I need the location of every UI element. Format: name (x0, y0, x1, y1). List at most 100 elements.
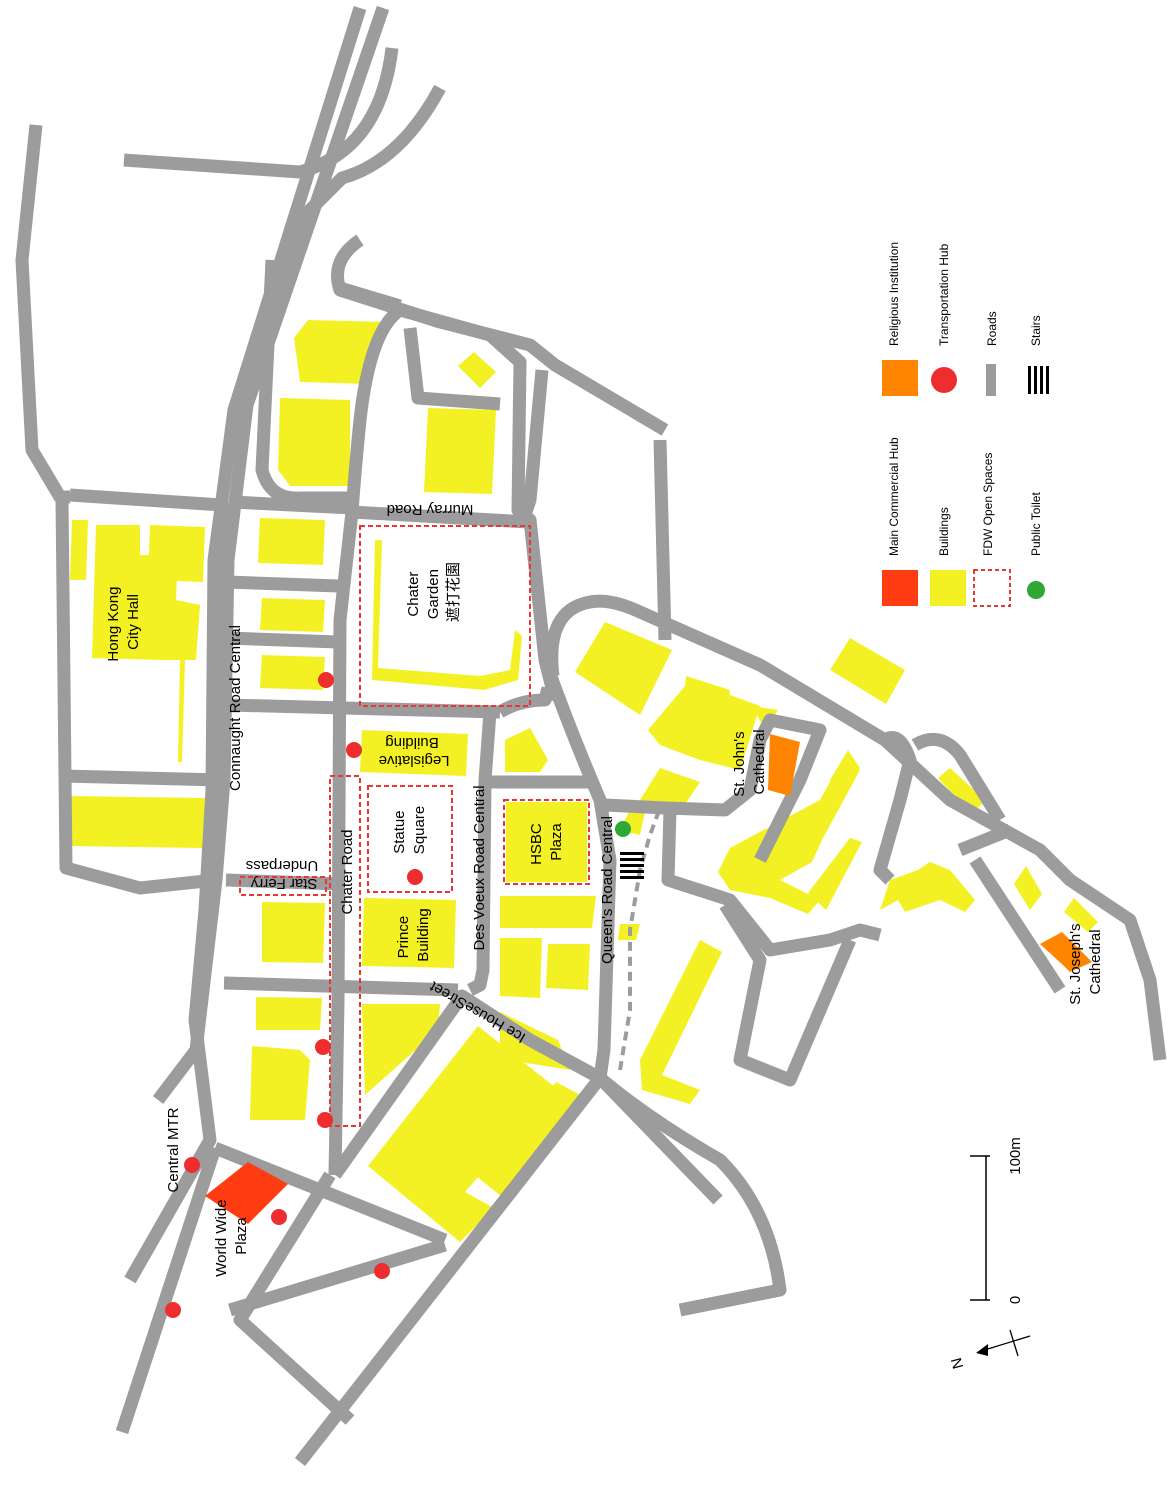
transport-dot-icon[interactable] (184, 1157, 200, 1173)
labels-layer: Hong Kong City Hall Connaught Road Centr… (105, 501, 1104, 1277)
building (262, 902, 325, 963)
road (115, 1145, 222, 1435)
building-swatch (930, 570, 966, 606)
open-space-chater-road (329, 775, 361, 1127)
open-space-chater-garden (359, 525, 531, 707)
transport-dot-icon[interactable] (271, 1209, 287, 1225)
transport-dot-icon[interactable] (165, 1302, 181, 1318)
road (55, 488, 229, 895)
building (808, 838, 862, 910)
scale-end-label: 100m (1007, 1137, 1024, 1175)
road-bar-icon (986, 364, 996, 396)
toilet-dot-icon (1027, 581, 1045, 599)
road (231, 495, 353, 515)
open-space-hsbc-plaza (503, 799, 590, 885)
building (258, 518, 325, 565)
building (362, 1004, 440, 1095)
road (228, 1238, 447, 1317)
st-johns-cathedral-building (768, 734, 800, 796)
building (718, 760, 860, 914)
building (1064, 898, 1098, 932)
label-st-josephs: St. Joseph's Cathedral (1067, 919, 1104, 1004)
legend-label-religious: Religious Institution (887, 242, 901, 346)
road (595, 1073, 787, 1317)
toilet-dot-icon[interactable] (615, 821, 631, 837)
road (403, 327, 501, 411)
building (575, 622, 672, 715)
building (372, 540, 522, 690)
road (880, 735, 1167, 1061)
road (233, 1171, 355, 1425)
open-space-star-ferry (239, 876, 327, 896)
north-arrow-icon: N (948, 1329, 1031, 1371)
road (661, 809, 882, 957)
label-central-mtr: Central MTR (165, 1107, 182, 1192)
transport-dot-icon[interactable] (407, 869, 423, 885)
building (458, 352, 496, 388)
building (424, 408, 496, 494)
building (368, 1026, 556, 1242)
label-world-wide-plaza: World Wide Plaza (213, 1195, 250, 1276)
road (911, 732, 1006, 824)
road (227, 698, 501, 719)
road (653, 439, 672, 641)
road (227, 631, 339, 649)
road (227, 575, 339, 593)
building (680, 676, 730, 760)
ice-house-street-line (329, 989, 604, 1179)
commercial-swatch (882, 570, 918, 606)
transport-dot-icon[interactable] (374, 1263, 390, 1279)
building (546, 944, 590, 990)
building (250, 1046, 310, 1120)
road (545, 594, 889, 746)
roads-layer (15, 5, 1167, 1467)
road (255, 259, 355, 505)
des-voeux-road-line (467, 711, 497, 996)
road (268, 84, 446, 313)
road (331, 234, 669, 436)
legend: Main Commercial Hub Religious Institutio… (882, 242, 1049, 607)
road (15, 124, 70, 504)
legend-label-roads: Roads (985, 311, 999, 346)
transport-dot-icon[interactable] (315, 1039, 331, 1055)
road (124, 6, 367, 1284)
building (938, 768, 985, 815)
building (360, 730, 468, 776)
label-legislative-building: Legislative Building (374, 734, 449, 769)
road (212, 1141, 448, 1247)
stairs-icon (1028, 366, 1049, 394)
road (719, 901, 856, 1087)
scale-start-label: 0 (1007, 1296, 1024, 1304)
label-hsbc-plaza: HSBC Plaza (528, 819, 565, 865)
label-chater-road: Chater Road (339, 829, 356, 914)
road (604, 713, 827, 863)
road (351, 505, 529, 529)
building (880, 862, 975, 912)
legend-label-buildings: Buildings (937, 507, 951, 556)
label-city-hall: Hong Kong City Hall (105, 582, 142, 661)
st-josephs-cathedral-building (1040, 932, 1092, 972)
label-connaught-road: Connaught Road Central (227, 625, 244, 791)
label-des-voeux-road: Des Voeux Road Central (471, 785, 488, 950)
building (830, 750, 860, 800)
label-prince-building: Prince Building (395, 908, 432, 961)
transport-dot-icon[interactable] (346, 742, 362, 758)
transport-dot-icon[interactable] (317, 1112, 333, 1128)
road (123, 47, 399, 179)
road (957, 823, 1013, 857)
world-wide-plaza-building (205, 1162, 288, 1224)
stairs-icon (620, 852, 644, 879)
legend-label-open: FDW Open Spaces (981, 453, 995, 556)
open-space-statue-square (367, 785, 453, 893)
label-st-johns: St. John's Cathedral (731, 727, 768, 797)
building (70, 520, 88, 580)
building (256, 997, 322, 1030)
label-murray-road: Murray Road (387, 501, 474, 518)
building-hsbc (506, 802, 587, 882)
transport-dot-icon[interactable] (318, 672, 334, 688)
road (225, 873, 341, 891)
road (338, 281, 402, 313)
label-statue-square: Statue Square (391, 806, 428, 854)
building (476, 1082, 590, 1200)
